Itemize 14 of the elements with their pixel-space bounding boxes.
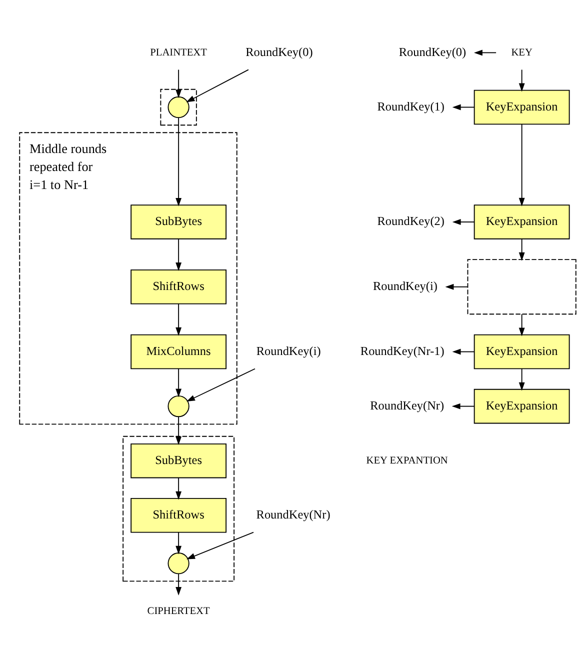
node-text: RoundKey(0) [246,44,313,58]
node-text: RoundKey(Nr) [256,507,330,522]
label: KEY EXPANTION [366,454,448,466]
node-text: RoundKey(1) [377,98,444,113]
node-text: KEY [511,46,532,58]
node-text: RoundKey(Nr) [370,398,444,412]
node-text: RoundKey(2) [377,214,444,228]
node-text: RoundKey(0) [398,44,466,58]
node-text: RoundKey(i) [372,278,438,293]
node-text: RoundKey(Nr-1) [360,343,444,358]
node-label: Middle rounds repeated for i=1 to Nr-1 [30,140,107,192]
node-text: RoundKey(i) [256,343,321,358]
node-text: PLAINTEXT [150,46,207,58]
node-text: CIPHERTEXT [147,605,210,616]
